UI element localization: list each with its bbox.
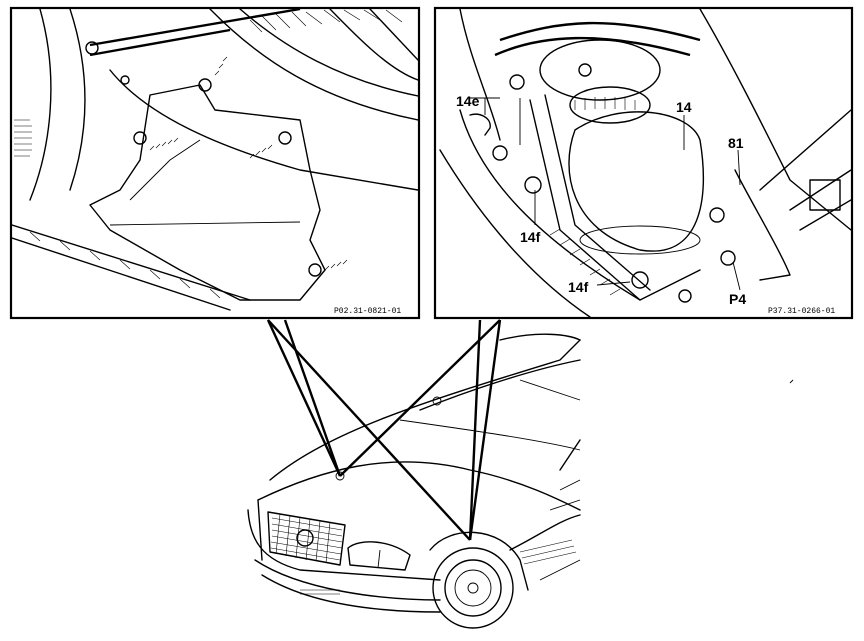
left-panel-code: P02.31-0821-01 [334, 307, 401, 316]
stray-mark [789, 379, 794, 384]
right-panel-code: P37.31-0266-01 [768, 307, 835, 316]
label-81: 81 [728, 135, 744, 151]
label-14e: 14e [456, 93, 480, 109]
label-14f-upper: 14f [520, 229, 541, 245]
label-P4: P4 [729, 291, 746, 307]
right-detail-panel: 14e 14 81 14f 14f P4 P37.31-0266-01 [433, 6, 854, 320]
left-detail-panel: P02.31-0821-01 [9, 6, 421, 320]
callout-lines [266, 319, 502, 541]
right-panel-frame [433, 6, 854, 320]
label-14f-lower: 14f [568, 279, 589, 295]
car-overview [247, 319, 581, 629]
front-wheel [432, 547, 514, 629]
left-panel-frame [9, 6, 421, 320]
label-14: 14 [676, 99, 692, 115]
